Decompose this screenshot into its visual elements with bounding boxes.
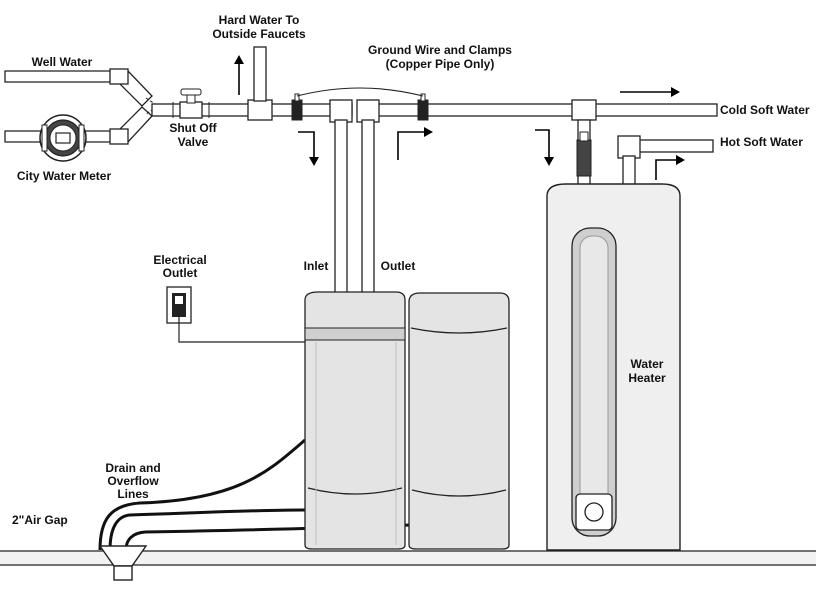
label-outlet: Outlet (381, 259, 416, 273)
flow-arrows (234, 55, 685, 180)
shut-off-valve (172, 88, 210, 119)
label-electrical-outlet-line2: Outlet (163, 266, 198, 280)
label-hot-soft-water: Hot Soft Water (720, 135, 803, 149)
label-ground-wire-line2: (Copper Pipe Only) (386, 57, 495, 71)
arrow-down-to-inlet (298, 131, 319, 166)
city-water-meter (39, 114, 87, 162)
main-supply-pipe (151, 46, 353, 296)
ground-clamp-right (417, 93, 429, 121)
label-electrical-outlet-line1: Electrical (153, 253, 206, 267)
label-water-heater-line2: Heater (628, 371, 666, 385)
arrow-up-from-outlet (397, 127, 433, 160)
air-gap-funnel (98, 545, 148, 581)
label-inlet: Inlet (304, 259, 329, 273)
arrow-right-hot (655, 155, 685, 180)
label-drain-line1: Drain and (105, 461, 160, 475)
label-ground-wire-line1: Ground Wire and Clamps (368, 43, 512, 57)
label-drain-line3: Lines (117, 487, 149, 501)
label-water-heater-line1: Water (631, 357, 664, 371)
label-cold-soft-water: Cold Soft Water (720, 103, 810, 117)
label-shut-off-valve-line2: Valve (178, 135, 209, 149)
water-heater (546, 183, 681, 551)
label-well-water: Well Water (32, 55, 93, 69)
label-shut-off-valve-line1: Shut Off (169, 121, 217, 135)
ground-wire (296, 87, 424, 97)
arrow-down-to-heater (535, 129, 554, 166)
label-air-gap: 2"Air Gap (12, 513, 68, 527)
label-hard-water-line2: Outside Faucets (212, 27, 306, 41)
arrow-right-cold (620, 87, 680, 97)
hot-water-pipe (617, 135, 714, 187)
label-city-water-meter: City Water Meter (17, 169, 112, 183)
electrical-outlet (166, 286, 305, 343)
soft-water-pipe (356, 93, 718, 296)
arrow-up-outside-faucets (234, 55, 244, 95)
ground-clamp-left (291, 93, 303, 121)
softener-tank (304, 291, 406, 550)
brine-tank (408, 292, 510, 550)
well-water-pipe (4, 68, 153, 107)
label-drain-line2: Overflow (107, 474, 159, 488)
labels: Well Water City Water Meter Shut Off Val… (12, 13, 810, 527)
label-hard-water-line1: Hard Water To (219, 13, 300, 27)
